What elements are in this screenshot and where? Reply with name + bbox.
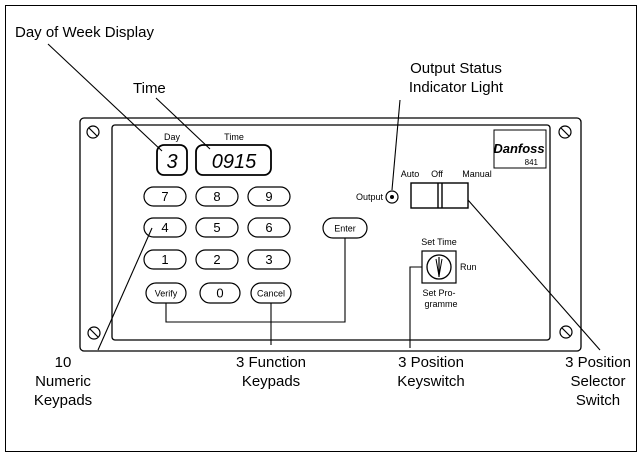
svg-text:Enter: Enter bbox=[334, 224, 356, 234]
callout-selector-line1: 3 Position bbox=[565, 354, 631, 371]
callout-time: Time bbox=[133, 80, 166, 97]
brand-logo: Danfoss bbox=[493, 141, 544, 156]
svg-text:8: 8 bbox=[213, 189, 220, 204]
keyswitch-set-programme-label-1: Set Pro- bbox=[422, 288, 455, 298]
key-0[interactable]: 0 bbox=[199, 282, 241, 304]
key-4[interactable]: 4 bbox=[143, 217, 187, 238]
screw-top-right bbox=[558, 125, 572, 139]
outer-border bbox=[5, 5, 637, 452]
key-1[interactable]: 1 bbox=[143, 249, 187, 270]
output-label: Output bbox=[356, 192, 384, 202]
callout-numeric-line2: Numeric bbox=[35, 373, 91, 390]
callout-numeric-line3: Keypads bbox=[34, 392, 92, 409]
key-5[interactable]: 5 bbox=[195, 217, 239, 238]
leader-output-status bbox=[391, 99, 401, 191]
callout-keyswitch-line2: Keyswitch bbox=[397, 373, 465, 390]
svg-text:Verify: Verify bbox=[155, 289, 178, 299]
svg-text:7: 7 bbox=[161, 189, 168, 204]
inner-bezel bbox=[111, 124, 551, 341]
screw-bottom-right bbox=[559, 325, 573, 339]
keyswitch[interactable] bbox=[426, 254, 452, 280]
keyswitch-run-label: Run bbox=[460, 262, 477, 272]
leader-function-keypads bbox=[165, 238, 346, 323]
callout-numeric-line1: 10 bbox=[55, 354, 72, 371]
key-2[interactable]: 2 bbox=[195, 249, 239, 270]
selector-off-label: Off bbox=[431, 169, 443, 179]
callout-keyswitch-line1: 3 Position bbox=[398, 354, 464, 371]
key-8[interactable]: 8 bbox=[195, 186, 239, 207]
key-9[interactable]: 9 bbox=[247, 186, 291, 207]
callout-selector-line2: Selector bbox=[570, 373, 625, 390]
cancel-key[interactable]: Cancel bbox=[250, 282, 292, 304]
callout-output-status-line2: Indicator Light bbox=[409, 79, 504, 96]
key-3[interactable]: 3 bbox=[247, 249, 291, 270]
model-number: 841 bbox=[525, 158, 539, 167]
time-display bbox=[195, 144, 272, 176]
selector-switch[interactable] bbox=[410, 182, 469, 209]
leader-selector-switch bbox=[467, 199, 601, 351]
callout-function-line2: Keypads bbox=[242, 373, 300, 390]
svg-text:6: 6 bbox=[265, 220, 272, 235]
keyswitch-set-time-label: Set Time bbox=[421, 237, 457, 247]
callout-function-line1: 3 Function bbox=[236, 354, 306, 371]
leader-numeric-keypads bbox=[97, 227, 153, 351]
screw-top-left bbox=[86, 125, 100, 139]
time-label: Time bbox=[224, 132, 244, 142]
selector-auto-label: Auto bbox=[401, 169, 420, 179]
day-display-value: 3 bbox=[166, 151, 177, 173]
front-plate bbox=[79, 117, 582, 352]
svg-text:Cancel: Cancel bbox=[257, 289, 285, 299]
svg-text:0: 0 bbox=[216, 286, 223, 301]
callout-output-status-line1: Output Status bbox=[410, 60, 502, 77]
enter-key[interactable]: Enter bbox=[322, 217, 368, 239]
screw-bottom-left bbox=[87, 326, 101, 340]
selector-manual-label: Manual bbox=[462, 169, 492, 179]
brand-plate bbox=[493, 129, 547, 169]
callout-selector-line3: Switch bbox=[576, 392, 620, 409]
svg-text:3: 3 bbox=[265, 252, 272, 267]
leader-keyswitch bbox=[409, 266, 422, 348]
leader-day-of-week bbox=[47, 43, 163, 152]
day-display bbox=[156, 144, 188, 176]
key-6[interactable]: 6 bbox=[247, 217, 291, 238]
svg-text:5: 5 bbox=[213, 220, 220, 235]
svg-text:1: 1 bbox=[161, 252, 168, 267]
svg-text:2: 2 bbox=[213, 252, 220, 267]
day-label: Day bbox=[164, 132, 181, 142]
svg-text:4: 4 bbox=[161, 220, 168, 235]
time-display-value: 0915 bbox=[212, 151, 257, 173]
key-7[interactable]: 7 bbox=[143, 186, 187, 207]
leader-time bbox=[155, 97, 211, 150]
svg-text:9: 9 bbox=[265, 189, 272, 204]
callout-day-of-week-display: Day of Week Display bbox=[15, 24, 154, 41]
verify-key[interactable]: Verify bbox=[145, 282, 187, 304]
keyswitch-set-programme-label-2: gramme bbox=[424, 299, 457, 309]
